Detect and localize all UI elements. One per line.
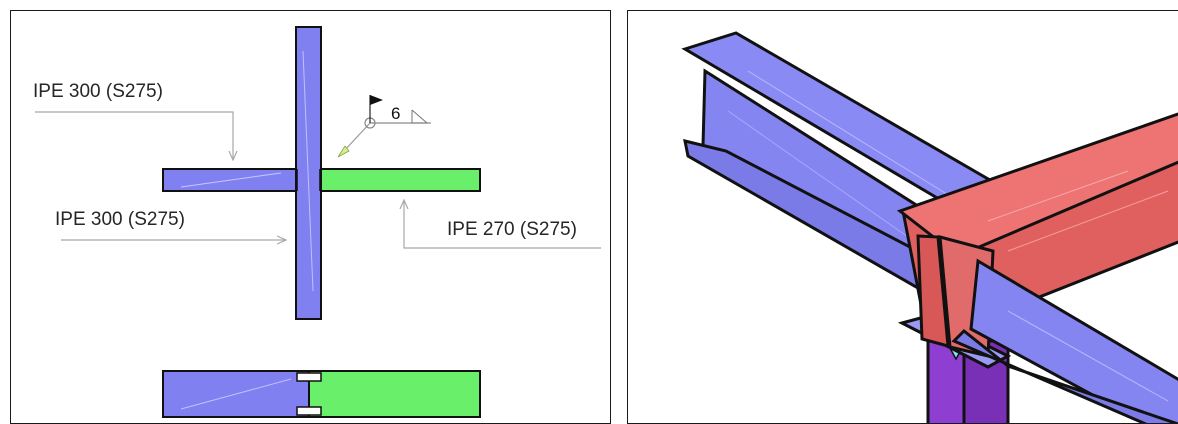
end-plate-top	[296, 372, 322, 382]
primary-beam-3d-front	[951, 258, 1178, 423]
label-beam-top: IPE 300 (S275)	[33, 81, 163, 102]
secondary-beam-plan	[319, 168, 481, 192]
3d-model-drawing	[681, 31, 1178, 423]
secondary-beam-elevation	[308, 370, 481, 418]
plan-view-drawing: IPE 300 (S275) IPE 300 (S275) IPE 270 (S…	[33, 26, 601, 418]
end-plate-bottom	[296, 406, 322, 416]
weld-symbol: 6	[337, 95, 431, 158]
weld-size: 6	[391, 104, 400, 123]
weld-flag-icon	[370, 95, 383, 105]
label-secondary-beam: IPE 270 (S275)	[447, 219, 577, 240]
fillet-weld-icon	[411, 110, 427, 124]
leader-line-beam-top	[35, 111, 233, 159]
plan-view-panel: IPE 300 (S275) IPE 300 (S275) IPE 270 (S…	[10, 10, 611, 424]
3d-view-panel	[627, 10, 1178, 424]
label-column: IPE 300 (S275)	[55, 209, 185, 230]
leader-line-secondary-beam	[404, 201, 601, 249]
